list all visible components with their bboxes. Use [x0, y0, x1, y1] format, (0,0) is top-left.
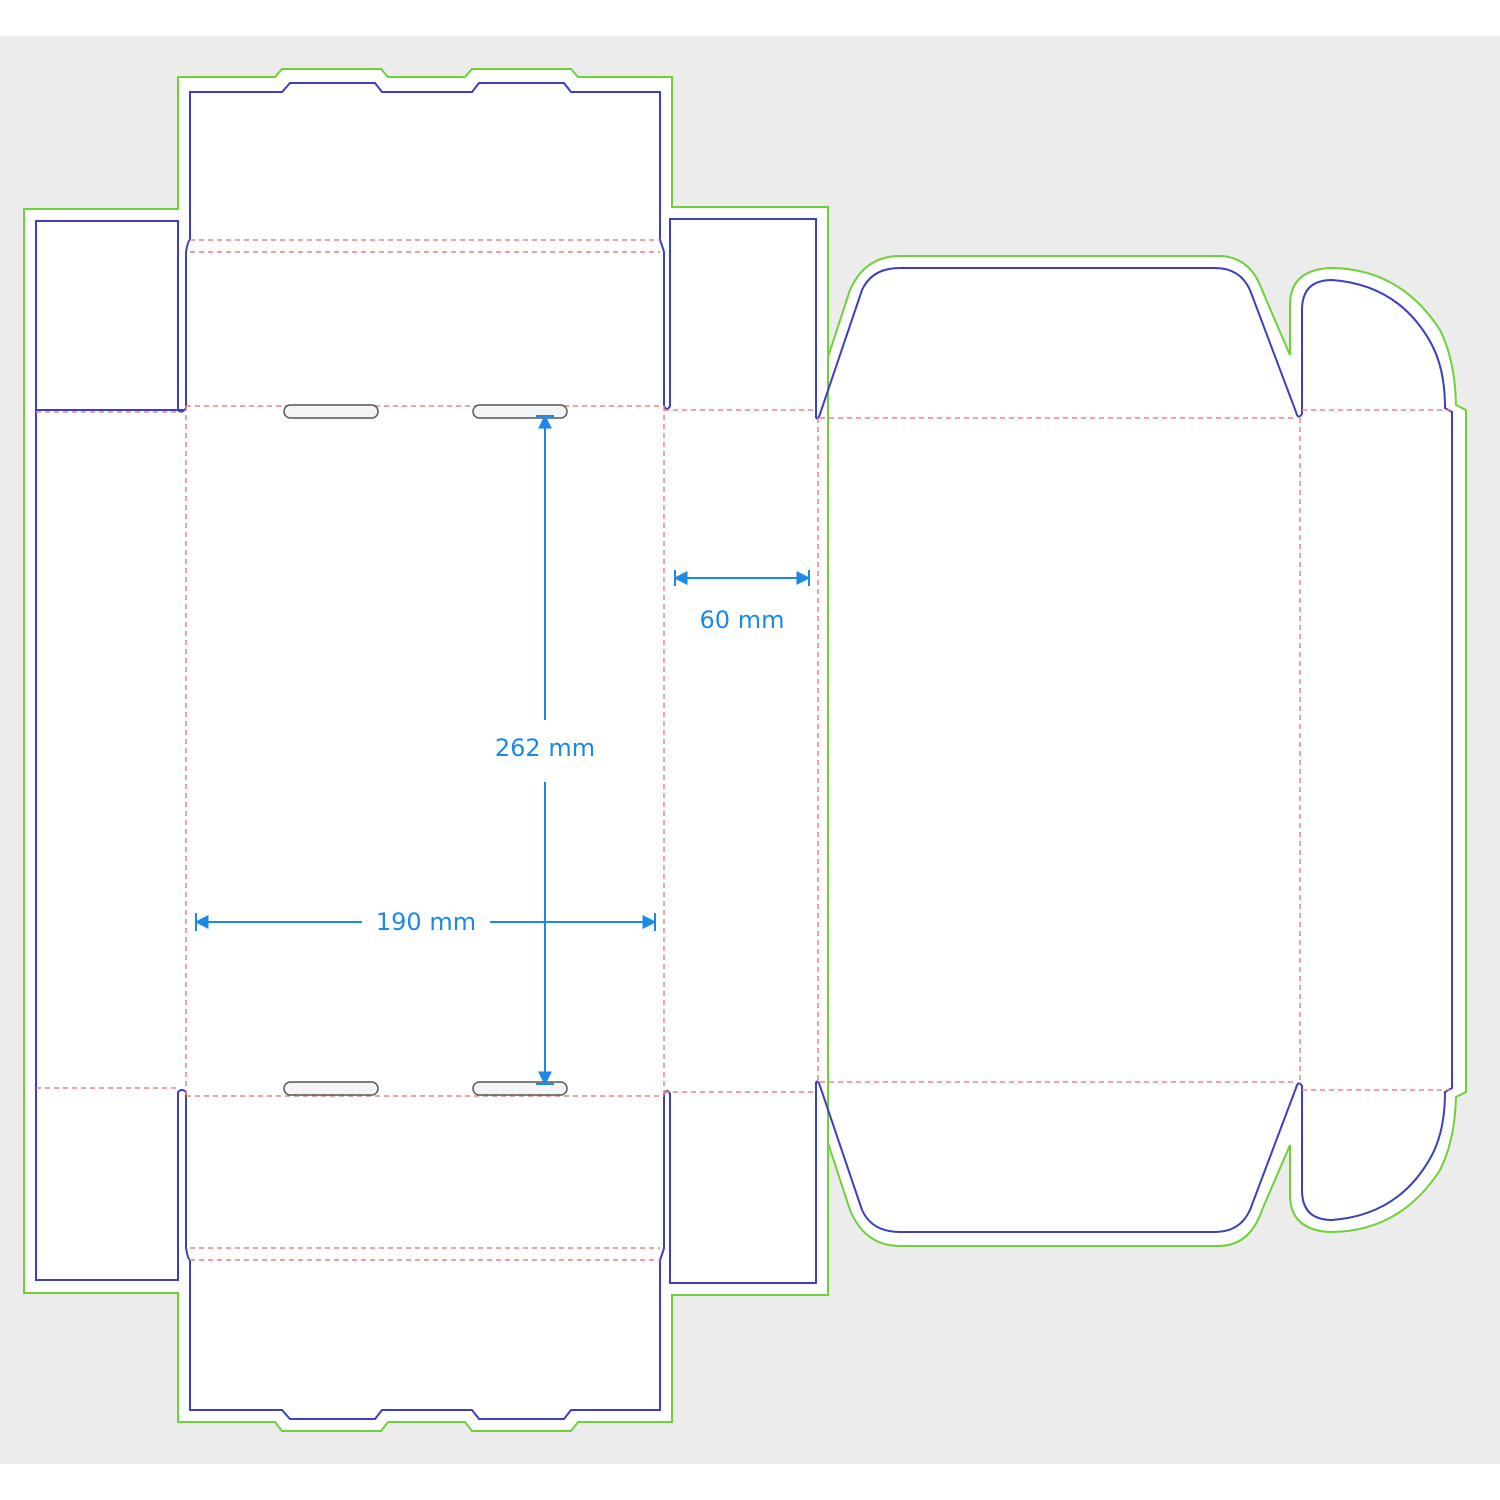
bottom-tuck-flap-cut — [189, 1260, 661, 1420]
dimension-width-label: 190 mm — [376, 908, 476, 936]
top-tuck-flap-cut — [189, 82, 661, 240]
bottom-left-flap-cut — [185, 1092, 191, 1261]
left-side-panel-cut — [35, 410, 179, 1281]
left-section-bleed-outline — [23, 68, 829, 1432]
slot-bottom-left — [283, 1081, 379, 1096]
fold-lines — [36, 239, 1452, 1261]
dimension-length-label: 262 mm — [495, 734, 595, 762]
dimension-width: 190 mm — [194, 908, 657, 936]
slot-top-left — [283, 404, 379, 419]
dimension-depth: 60 mm — [673, 570, 811, 634]
dimension-depth-label: 60 mm — [700, 606, 785, 634]
dimension-length: 262 mm — [495, 414, 595, 1086]
lid-top-flap-cut — [815, 267, 1453, 1233]
right-section-bleed-outline — [827, 255, 1467, 1247]
